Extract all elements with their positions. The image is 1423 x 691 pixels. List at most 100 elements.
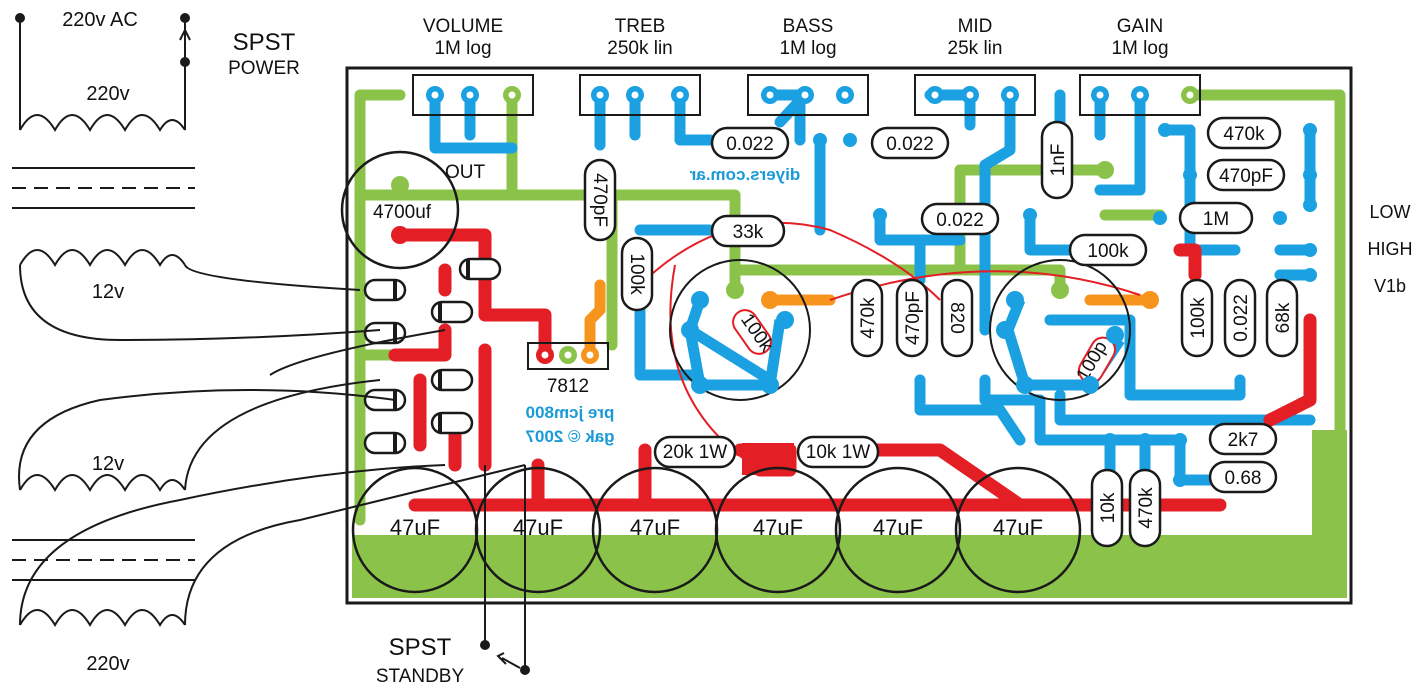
pads-white-center [431,91,1194,359]
diode-4 [363,321,407,345]
c-470pf-top-body [1206,158,1286,192]
diode-8 [363,431,407,455]
pot-mid-footprint [914,74,1036,116]
pot-volume-footprint [412,74,534,116]
cap-4700uf [340,150,460,270]
ground-pour-bottom [352,535,1347,598]
pot-volume-name: VOLUME [423,16,503,37]
transformer-drawing [12,18,526,670]
diode-2 [363,278,407,302]
c-470pf-top-label: 470pF [1219,166,1273,187]
filter-caps [351,466,1082,594]
c-bass-mid-label: 0.022 [886,134,934,155]
right-label-low: LOW [1369,202,1410,222]
secondary-220v: 220v [86,653,129,675]
c-mid-body [920,202,1000,236]
power-switch-label: SPST [233,29,296,56]
c-470pf-v-body [583,158,617,242]
filter-cap-3-label: 47uF [630,515,680,540]
pot-gain-name: GAIN [1117,16,1163,37]
filter-cap-6 [954,466,1082,594]
c-1nf-body [1040,120,1074,200]
filter-cap-4 [714,466,842,594]
r-100k-right-body [1180,278,1214,358]
h-components [653,116,1286,494]
right-label-high: HIGH [1368,239,1413,259]
pot-treb-name: TREB [615,16,666,37]
c-068-label: 0.68 [1225,468,1262,489]
filter-cap-5 [834,466,962,594]
c-bass-mid-body [870,126,950,160]
r-1m-body [1178,201,1254,235]
mains-label: 220v AC [62,9,138,31]
standby-switch-arrow [496,652,521,669]
standby-switch-sub: STANDBY [376,666,465,687]
r-100k-h-label: 100k [1087,241,1129,262]
credit-line2: gak © 2007 [525,427,614,446]
pot-mid-value: 25k lin [948,38,1003,59]
c-0022-right-body [1223,278,1257,358]
r-10k-1w-label: 10k 1W [806,442,870,463]
cap-4700uf-label: 4700uf [373,202,432,223]
c-1nf-label: 1nF [1048,144,1069,177]
diode-6 [363,388,407,412]
r-470k-mid-body [850,278,884,358]
power-switch-sub: POWER [228,58,300,79]
r-820-label: 820 [946,302,967,334]
r-2k7-label: 2k7 [1228,430,1259,451]
r-2k7-body [1208,422,1278,456]
r-10k-bottom-label: 10k [1098,492,1119,523]
pads-red [391,226,554,364]
pot-gain-footprint [1079,74,1201,116]
regulator-label: 7812 [547,376,589,397]
pot-bass-value: 1M log [779,38,836,59]
pot-bass-name: BASS [783,16,834,37]
pot-footprints [412,74,1201,116]
filter-cap-5-label: 47uF [873,515,923,540]
pot-treb-value: 250k lin [607,38,673,59]
pot-gain-value: 1M log [1111,38,1168,59]
r-10k-bottom-body [1090,468,1124,548]
filter-cap-2 [474,466,602,594]
pads-small [813,123,1317,487]
r-68k-label: 68k [1273,302,1294,333]
out-label: OUT [445,162,486,183]
r-470k-mid-label: 470k [858,297,879,339]
c-treb-bass-body [710,126,790,160]
regulator-7812 [527,342,609,370]
right-label-v1b: V1b [1374,276,1406,296]
r-470k-bottom-label: 470k [1136,487,1157,529]
r-470k-bottom-body [1128,468,1162,548]
standby-switch-label: SPST [389,634,452,661]
site-label: diyers.com.ar [689,165,800,184]
r-100k-right-label: 100k [1188,297,1209,339]
r-820-body [940,278,974,358]
r-470k-top-label: 470k [1223,124,1265,145]
c-470pf-mid-label: 470pF [903,291,924,345]
c-mid-label: 0.022 [936,210,984,231]
r-33k-label: 33k [733,222,764,243]
filter-cap-6-label: 47uF [993,515,1043,540]
r-100k-h-body [1068,233,1148,267]
primary-label: 220v [86,83,129,105]
secondary-12v-b: 12v [92,453,124,475]
pot-volume-value: 1M log [434,38,491,59]
r-33k-body [710,214,786,248]
filter-cap-4-label: 47uF [753,515,803,540]
power-pad-area [742,443,794,475]
r-20k-1w-label: 20k 1W [663,442,727,463]
c-470pf-v-label: 470pF [589,173,610,227]
c-treb-bass-label: 0.022 [726,134,774,155]
pot-treb-footprint [579,74,701,116]
heater-traces [584,279,1156,361]
power-switch-arrow [179,27,191,58]
pot-labels: VOLUME 1M log TREB 250k lin BASS 1M log … [423,16,1169,59]
secondary-12v-a: 12v [92,281,124,303]
pot-mid-name: MID [958,16,993,37]
r-100k-v-body [620,236,654,312]
c-0022-right-label: 0.022 [1231,294,1252,342]
r-470k-top-body [1206,116,1282,150]
r-20k-1w-body [653,435,737,469]
r-68k-body [1265,278,1299,358]
